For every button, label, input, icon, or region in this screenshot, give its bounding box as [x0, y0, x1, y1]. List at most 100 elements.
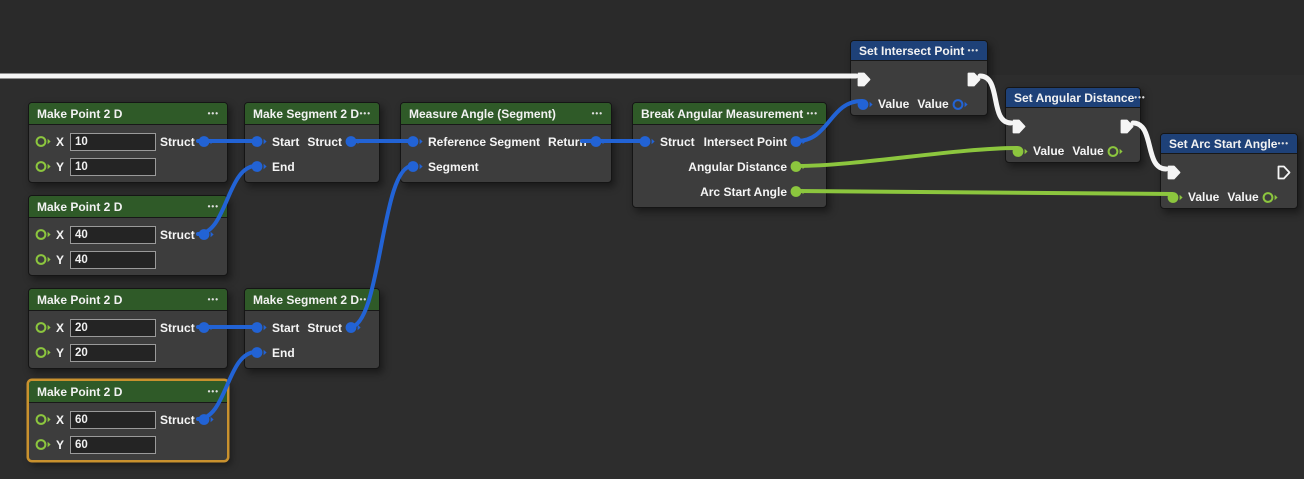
node-menu-button[interactable]: •••: [359, 295, 371, 304]
node-menu-button[interactable]: •••: [207, 387, 219, 396]
node-header[interactable]: Make Point 2 D •••: [29, 381, 227, 403]
make-point-4-y-in-pin[interactable]: [35, 438, 52, 451]
pin-label: Angular Distance: [688, 159, 787, 174]
set-arc-start-angle-exec-in-pin[interactable]: [1167, 165, 1181, 180]
node-menu-button[interactable]: •••: [806, 109, 818, 118]
make-point-1-y-in-pin[interactable]: [35, 160, 52, 173]
pin-label: Segment: [428, 159, 479, 174]
node-header[interactable]: Make Point 2 D •••: [29, 103, 227, 125]
node-set-intersect-point[interactable]: Set Intersect Point••• Value Value: [850, 40, 988, 116]
node-header[interactable]: Set Arc Start Angle•••: [1161, 134, 1297, 154]
make-point-1-x-in-pin[interactable]: [35, 135, 52, 148]
make-point-3-x-input[interactable]: [70, 318, 157, 337]
wire-break-angular-measurement-intersect-point-to-set-intersect-point-value[interactable]: [795, 99, 864, 143]
node-make-point-3[interactable]: Make Point 2 D•••XStructY: [28, 288, 228, 369]
pin-label: Value: [1227, 190, 1259, 204]
set-intersect-point-value-out-pin[interactable]: [952, 98, 969, 111]
pin-label: X: [56, 412, 65, 427]
pin-label: Value: [878, 97, 910, 111]
node-make-point-4[interactable]: Make Point 2 D•••XStructY: [28, 380, 228, 461]
pin-label: Start: [272, 134, 300, 149]
node-make-point-2[interactable]: Make Point 2 D•••XStructY: [28, 195, 228, 276]
make-point-2-x-in-pin[interactable]: [35, 228, 52, 241]
wire-break-angular-measurement-angular-distance-to-set-angular-distance-value[interactable]: [795, 146, 1019, 168]
node-menu-button[interactable]: •••: [967, 46, 979, 55]
make-point-2-y-in-pin[interactable]: [35, 253, 52, 266]
make-point-2-x-input[interactable]: [70, 225, 157, 244]
node-menu-button[interactable]: •••: [207, 295, 219, 304]
node-title: Set Intersect Point: [859, 43, 965, 58]
node-measure-angle[interactable]: Measure Angle (Segment) ••• Reference Segm…: [400, 102, 612, 183]
make-point-3-y-input[interactable]: [70, 343, 157, 362]
pin-label: X: [56, 320, 65, 335]
node-header[interactable]: Make Segment 2 D•••: [245, 103, 379, 125]
pin-label: Y: [56, 437, 65, 452]
node-header[interactable]: Make Segment 2 D•••: [245, 289, 379, 311]
pin-label: End: [272, 345, 295, 360]
set-intersect-point-exec-in-pin[interactable]: [857, 72, 871, 87]
set-arc-start-angle-value-out-pin[interactable]: [1262, 191, 1279, 204]
pin-label: X: [56, 227, 65, 242]
canvas-top-band: [0, 0, 1304, 75]
node-menu-button[interactable]: •••: [207, 109, 219, 118]
node-title: Make Point 2 D: [37, 106, 123, 121]
make-point-4-y-input[interactable]: [70, 435, 157, 454]
set-angular-distance-value-out-pin[interactable]: [1107, 145, 1124, 158]
set-angular-distance-exec-out-pin[interactable]: [1120, 119, 1134, 134]
pin-label: Struct: [660, 134, 695, 149]
node-header[interactable]: Break Angular Measurement•••: [633, 103, 826, 125]
pin-label: Value: [917, 97, 949, 111]
make-point-3-x-in-pin[interactable]: [35, 321, 52, 334]
node-header[interactable]: Set Intersect Point•••: [851, 41, 987, 61]
node-menu-button[interactable]: •••: [1277, 139, 1289, 148]
node-header[interactable]: Make Point 2 D •••: [29, 289, 227, 311]
pin-label: Y: [56, 159, 65, 174]
wire-make-point-4-struct-to-make-segment-2-end[interactable]: [196, 350, 258, 421]
node-menu-button[interactable]: •••: [1134, 93, 1146, 102]
node-header[interactable]: Make Point 2 D•••: [29, 196, 227, 218]
pin-label: X: [56, 134, 65, 149]
make-point-1-y-input[interactable]: [70, 157, 157, 176]
make-point-4-x-in-pin[interactable]: [35, 413, 52, 426]
set-intersect-point-exec-out-pin[interactable]: [967, 72, 981, 87]
node-header[interactable]: Set Angular Distance•••: [1006, 88, 1145, 108]
pin-label: Struct: [160, 227, 195, 242]
wire-break-angular-measurement-arc-start-angle-to-set-arc-start-angle-value[interactable]: [795, 189, 1174, 196]
node-menu-button[interactable]: •••: [359, 109, 371, 118]
make-point-4-x-input[interactable]: [70, 410, 157, 429]
pin-label: Struct: [160, 134, 195, 149]
set-arc-start-angle-exec-out-pin[interactable]: [1277, 165, 1291, 180]
wire-make-segment-2-struct-to-measure-angle-segment[interactable]: [348, 164, 414, 329]
make-point-3-y-in-pin[interactable]: [35, 346, 52, 359]
pin-label: Value: [1072, 144, 1104, 158]
node-header[interactable]: Measure Angle (Segment) •••: [401, 103, 611, 125]
wire-set-angular-distance-exec-out-to-set-arc-start-angle-exec-in[interactable]: [1130, 120, 1169, 172]
node-title: Set Angular Distance: [1014, 90, 1135, 105]
pin-label: Return: [548, 134, 587, 149]
make-point-2-y-input[interactable]: [70, 250, 157, 269]
pin-label: Arc Start Angle: [700, 184, 787, 199]
node-title: Set Arc Start Angle: [1169, 136, 1278, 151]
pin-label: Start: [272, 320, 300, 335]
set-angular-distance-exec-in-pin[interactable]: [1012, 119, 1026, 134]
wire-make-point-2-struct-to-make-segment-1-end[interactable]: [196, 164, 258, 236]
pin-label: Reference Segment: [428, 134, 541, 149]
node-menu-button[interactable]: •••: [591, 109, 603, 118]
pin-label: Value: [1033, 144, 1065, 158]
node-title: Make Point 2 D: [37, 384, 123, 399]
make-point-1-x-input[interactable]: [70, 132, 157, 151]
node-title: Measure Angle (Segment): [409, 106, 556, 121]
node-menu-button[interactable]: •••: [207, 202, 219, 211]
pin-label: Struct: [160, 320, 195, 335]
pin-label: Struct: [307, 134, 343, 149]
node-title: Make Point 2 D: [37, 292, 123, 307]
wire-set-intersect-point-exec-out-to-set-angular-distance-exec-in[interactable]: [977, 73, 1014, 126]
node-set-angular-distance[interactable]: Set Angular Distance••• Value Value: [1005, 87, 1145, 163]
node-title: Make Segment 2 D: [253, 292, 360, 307]
